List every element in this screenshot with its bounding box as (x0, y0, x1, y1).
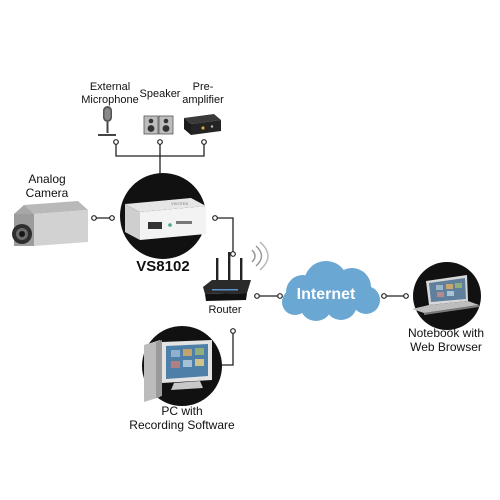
analog-camera-label-line2: Camera (25, 186, 69, 200)
cloud-icon (282, 261, 380, 321)
svg-text:VIVOTEK: VIVOTEK (171, 201, 189, 206)
device-model-label: VS8102 (136, 258, 190, 275)
microphone-icon (98, 106, 116, 136)
router-icon (203, 241, 269, 301)
pc-label-line2: Recording Software (129, 418, 235, 432)
notebook-icon (412, 262, 481, 330)
camera-icon (12, 201, 88, 246)
speaker-icon (143, 115, 174, 135)
connectors (94, 142, 406, 366)
notebook-label-line2: Web Browser (410, 340, 482, 354)
pc-label-line1: PC with (161, 404, 203, 418)
preamplifier-label: Pre- amplifier (178, 81, 228, 107)
speaker-label: Speaker (139, 88, 181, 100)
preamplifier-label-line1: Pre- (192, 81, 214, 93)
video-server-icon: VIVOTEK (120, 173, 206, 259)
analog-camera-label: Analog Camera (22, 172, 72, 200)
preamplifier-icon (184, 114, 221, 135)
router-label: Router (208, 304, 242, 316)
notebook-label: Notebook with Web Browser (398, 326, 494, 354)
preamplifier-label-line2: amplifier (182, 94, 224, 106)
external-microphone-label-line2: Microphone (81, 94, 139, 106)
connector-dots (91, 139, 409, 368)
internet-label: Internet (296, 286, 356, 303)
external-microphone-label-line1: External (89, 81, 131, 93)
notebook-label-line1: Notebook with (407, 326, 485, 340)
connector-pc-router (217, 331, 234, 366)
external-microphone-label: External Microphone (80, 81, 140, 107)
pc-icon (142, 326, 222, 406)
pc-label: PC with Recording Software (122, 404, 242, 432)
connector-server-router (215, 217, 234, 254)
analog-camera-label-line1: Analog (28, 172, 66, 186)
